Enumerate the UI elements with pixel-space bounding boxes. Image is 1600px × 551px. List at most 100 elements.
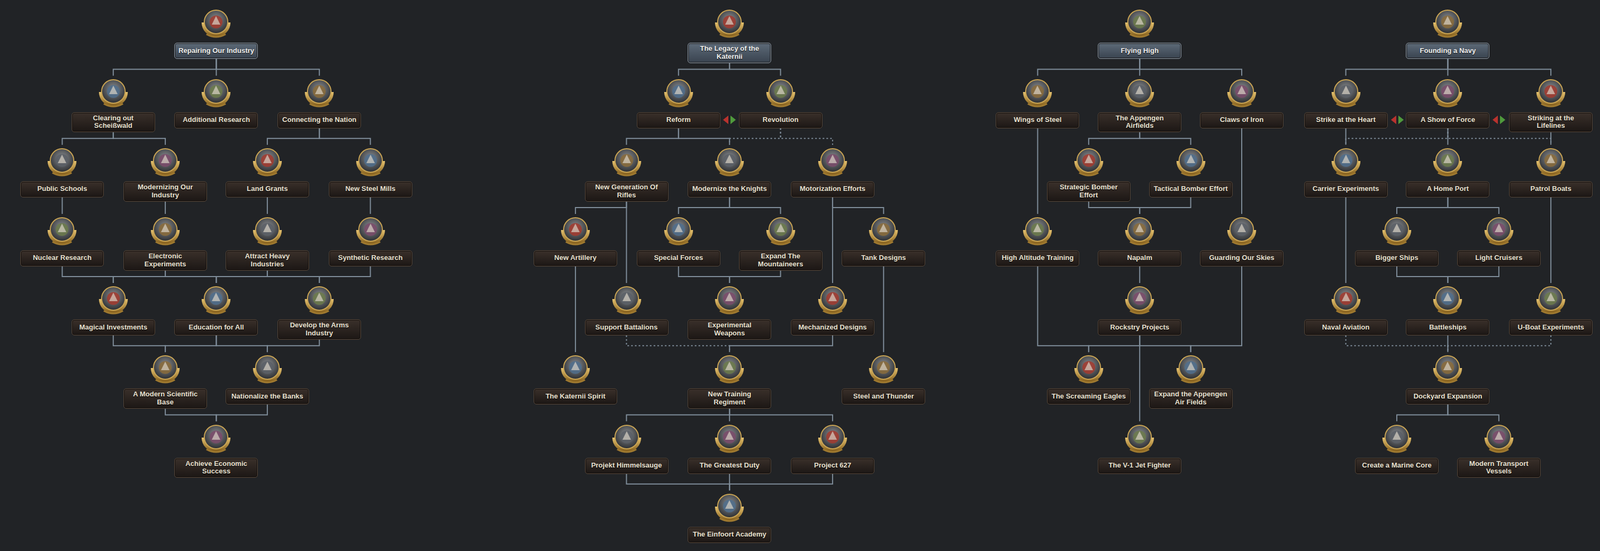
focus-node: Expand The Mountaineers (737, 213, 824, 271)
focus-icon (198, 75, 234, 111)
focus-label: A Home Port (1405, 181, 1490, 198)
focus-node: Modern Transport Vessels (1456, 421, 1542, 479)
focus-icon (353, 144, 388, 180)
focus-label: Naval Aviation (1304, 319, 1388, 336)
prerequisite-line (113, 270, 166, 283)
prerequisite-line (678, 63, 730, 76)
focus-node: Clearing out Scheißwald (70, 75, 157, 133)
prerequisite-line (165, 335, 217, 352)
prerequisite-line (1139, 266, 1141, 283)
prerequisite-line (1088, 132, 1140, 145)
focus-icon (763, 75, 798, 111)
prerequisite-line (678, 197, 730, 214)
focus-node: Strike at the Heart (1303, 75, 1389, 129)
focus-node: Mechanized Designs (789, 282, 876, 336)
focus-label: Connecting the Nation (277, 112, 361, 129)
focus-label: The V-1 Jet Fighter (1097, 457, 1182, 474)
focus-node: Connecting the Nation (276, 75, 363, 129)
prerequisite-line (113, 132, 166, 145)
focus-label: Projekt Himmelsauge (585, 457, 669, 474)
focus-icon (712, 144, 747, 180)
focus-icon (250, 144, 285, 180)
focus-icon (96, 75, 131, 111)
focus-node: Tactical Bomber Effort (1148, 144, 1234, 198)
focus-icon (198, 421, 234, 456)
focus-icon (712, 6, 747, 41)
prerequisite-line (1447, 404, 1499, 421)
focus-label: Education for All (174, 319, 258, 336)
focus-icon (815, 144, 850, 180)
prerequisite-line (165, 408, 217, 421)
prerequisite-line (165, 270, 217, 283)
focus-icon (815, 282, 850, 318)
focus-node: Expand the Appengen Air Fields (1148, 351, 1234, 409)
focus-label: New Artillery (533, 250, 618, 267)
focus-label: New Generation Of Rifles (585, 181, 669, 202)
focus-label: Battleships (1405, 319, 1490, 336)
focus-label: The Greatest Duty (687, 457, 772, 474)
focus-icon (1533, 282, 1568, 318)
focus-node: The Katernii Spirit (532, 351, 619, 405)
focus-node: Create a Marine Core (1354, 421, 1440, 474)
focus-icon (558, 213, 593, 249)
focus-node: A Show of Force (1404, 75, 1491, 129)
focus-icon (1122, 213, 1157, 249)
prerequisite-line (1396, 266, 1448, 283)
focus-node: Steel and Thunder (840, 351, 927, 405)
prerequisite-line (1241, 128, 1243, 214)
prerequisite-line (626, 473, 730, 491)
prerequisite-line (216, 335, 267, 352)
focus-node: Magical Investments (70, 282, 157, 336)
focus-icon (1481, 213, 1517, 249)
focus-icon (609, 282, 644, 318)
focus-label: Modernizing Our Industry (123, 181, 207, 202)
focus-node: Synthetic Research (327, 213, 414, 267)
focus-node: Attract Heavy Industries (224, 213, 311, 271)
focus-icon (1071, 351, 1106, 387)
focus-icon (712, 421, 747, 456)
focus-icon (1533, 75, 1568, 111)
focus-icon (1328, 75, 1364, 111)
focus-node: Support Battalions (583, 282, 670, 336)
focus-node: Battleships (1404, 282, 1491, 336)
prerequisite-line (1190, 266, 1242, 352)
prerequisite-line (266, 197, 268, 214)
focus-label: Additional Research (174, 112, 258, 129)
focus-label: Strategic Bomber Effort (1047, 181, 1131, 202)
focus-node: Motorization Efforts (789, 144, 876, 198)
focus-label: Tactical Bomber Effort (1149, 181, 1233, 198)
focus-node: Nuclear Research (19, 213, 105, 267)
focus-label: New Steel Mills (328, 181, 413, 198)
focus-node: Claws of Iron (1198, 75, 1285, 129)
focus-icon (763, 213, 798, 249)
focus-icon (1430, 75, 1465, 111)
focus-node: Tank Designs (840, 213, 927, 267)
focus-node: The Appengen Airfields (1096, 75, 1183, 133)
focus-node: The Greatest Duty (686, 421, 773, 474)
prerequisite-line (267, 128, 320, 145)
focus-label: High Altitude Training (995, 250, 1080, 267)
prerequisite-line (1345, 197, 1347, 283)
focus-label: Land Grants (225, 181, 310, 198)
focus-icon (1122, 75, 1157, 111)
focus-icon (1430, 282, 1465, 318)
focus-label: Repairing Our Industry (174, 42, 258, 59)
focus-icon (661, 75, 696, 111)
prerequisite-line (1396, 197, 1448, 214)
prerequisite-line (216, 404, 267, 421)
focus-node: Napalm (1096, 213, 1183, 267)
prerequisite-line (370, 197, 372, 214)
focus-node: Additional Research (173, 75, 259, 129)
focus-icon (1122, 6, 1157, 41)
focus-label: Achieve Economic Success (174, 457, 258, 479)
focus-icon (661, 213, 696, 249)
focus-label: Nuclear Research (20, 250, 104, 267)
prerequisite-line (1139, 335, 1191, 352)
focus-label: Claws of Iron (1200, 112, 1284, 129)
focus-label: Create a Marine Core (1355, 457, 1439, 474)
prerequisite-line (1139, 58, 1242, 76)
focus-icon (148, 144, 183, 180)
prerequisite-line (319, 128, 371, 145)
focus-node: Light Cruisers (1456, 213, 1542, 267)
prerequisite-line (729, 197, 781, 214)
